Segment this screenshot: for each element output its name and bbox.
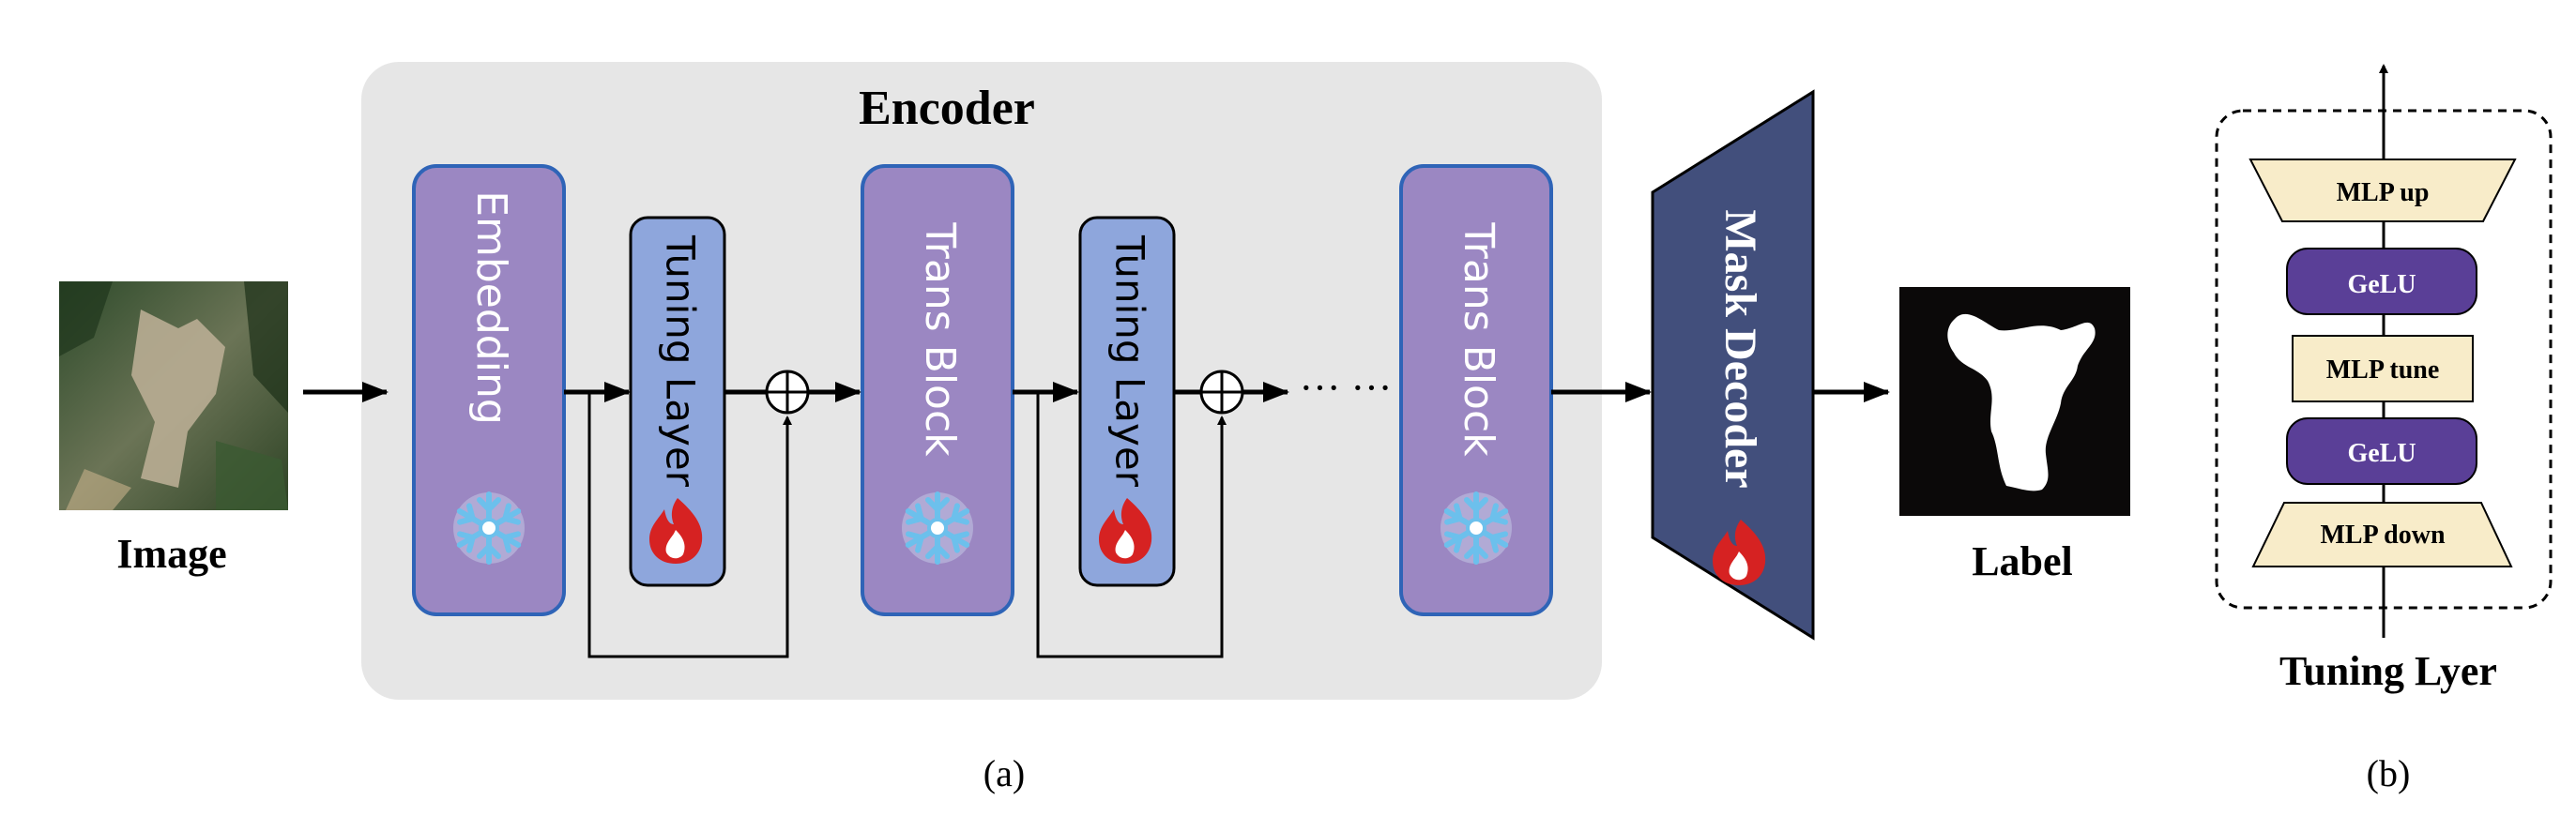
mlp-tune-block: MLP tune (2292, 335, 2474, 402)
add-node-2 (1199, 370, 1244, 415)
trans-block-1: Trans Block (861, 164, 1014, 616)
panel-a: Image Encoder Embedding Tuning Layer Tra… (59, 62, 2130, 794)
gelu-bottom-label: GeLU (2347, 439, 2416, 468)
panel-b: MLP up GeLU MLP tune GeLU MLP down Tunin… (2215, 64, 2553, 794)
gelu-top-label: GeLU (2347, 270, 2416, 299)
tuning-layer-label-1: Tuning Layer (658, 234, 704, 488)
input-image (59, 281, 288, 510)
output-mask (1899, 287, 2130, 516)
embedding-label: Embedding (467, 190, 515, 425)
tuning-layer-title: Tuning Lyer (2279, 648, 2497, 694)
add-node-1 (765, 370, 810, 415)
mlp-tune-label: MLP tune (2326, 355, 2440, 385)
mlp-down-block: MLP down (2251, 502, 2513, 567)
trans-block-n: Trans Block (1399, 164, 1553, 616)
encoder-title: Encoder (859, 82, 1035, 135)
skip-connections (587, 392, 1227, 658)
tuning-layer-block-1: Tuning Layer (629, 216, 726, 587)
embedding-block: Embedding (412, 164, 566, 616)
output-label: Label (1972, 538, 2073, 584)
trans-block-label-1: Trans Block (916, 221, 964, 457)
ellipsis: ··· ··· (1300, 365, 1393, 411)
gelu-top-block: GeLU (2286, 248, 2477, 315)
caption-b: (b) (2367, 752, 2411, 794)
caption-a: (a) (983, 752, 1025, 794)
tuning-layer-block-2: Tuning Layer (1078, 216, 1176, 587)
mask-decoder: Mask Decoder (1651, 89, 1815, 641)
mlp-up-block: MLP up (2248, 159, 2517, 222)
mlp-down-label: MLP down (2320, 521, 2445, 550)
tuning-layer-container (2215, 109, 2553, 610)
gelu-bottom-block: GeLU (2286, 417, 2477, 485)
mask-decoder-label: Mask Decoder (1715, 209, 1765, 488)
tuning-layer-label-2: Tuning Layer (1107, 234, 1153, 488)
input-label: Image (116, 531, 226, 577)
mlp-up-label: MLP up (2337, 178, 2430, 207)
trans-block-label-n: Trans Block (1455, 221, 1502, 457)
